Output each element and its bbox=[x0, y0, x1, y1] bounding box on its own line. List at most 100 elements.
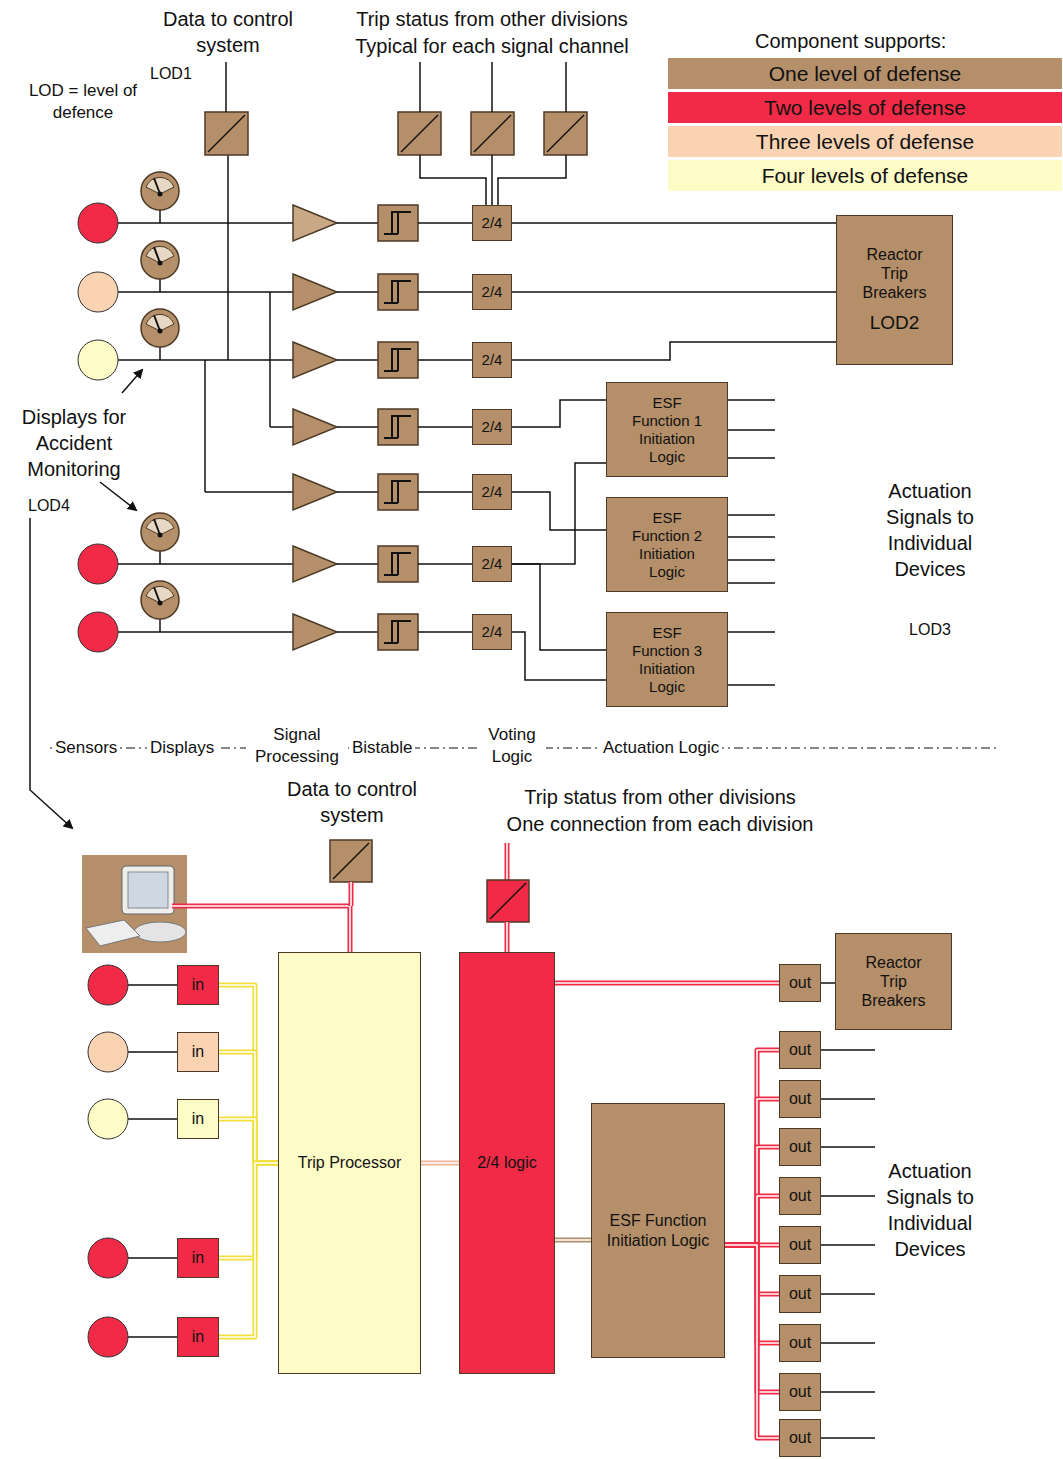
wire bbox=[491, 155, 493, 205]
wire-inner bbox=[725, 1245, 779, 1438]
computer-icon bbox=[82, 855, 187, 953]
wire bbox=[337, 359, 378, 361]
meter-symbol bbox=[141, 581, 179, 619]
actuation-wire bbox=[728, 684, 775, 686]
converter-box bbox=[205, 112, 248, 155]
wire bbox=[270, 426, 293, 428]
meter-needle bbox=[154, 178, 160, 194]
meter-stem bbox=[159, 347, 161, 360]
wire bbox=[420, 155, 486, 205]
annotation-label: Component supports: bbox=[755, 28, 1055, 54]
connector bbox=[512, 223, 836, 224]
meter-stem bbox=[159, 619, 161, 632]
bistable-box bbox=[378, 474, 418, 510]
connector bbox=[219, 1163, 278, 1258]
meter-stem bbox=[159, 210, 161, 223]
box-label: 2/4 logic bbox=[477, 1153, 537, 1172]
connector-line bbox=[512, 291, 836, 293]
branch-wire bbox=[227, 155, 229, 360]
box-label: out bbox=[789, 1235, 811, 1254]
box-label: in bbox=[192, 1109, 204, 1128]
wire-outer bbox=[421, 1161, 459, 1166]
bistable-box bbox=[378, 546, 418, 582]
wire bbox=[418, 359, 472, 361]
sensor-circle bbox=[78, 612, 118, 652]
converter-diagonal bbox=[208, 115, 245, 152]
actuation-wire bbox=[728, 457, 775, 459]
box-label: 2/4 bbox=[482, 623, 503, 641]
actuation-wire bbox=[820, 1391, 875, 1393]
process-box: in bbox=[177, 1099, 219, 1139]
wire bbox=[205, 491, 293, 493]
actuation-wire bbox=[820, 1146, 875, 1148]
wire-inner bbox=[219, 1163, 278, 1258]
box-label: out bbox=[789, 1137, 811, 1156]
meter-pivot bbox=[158, 329, 163, 334]
amplifier-symbol bbox=[293, 205, 337, 241]
converter-diagonal bbox=[547, 115, 584, 152]
annotation-label: Data to control system bbox=[267, 776, 437, 828]
computer-keyboard bbox=[86, 920, 140, 946]
bistable-box bbox=[378, 274, 418, 310]
wire bbox=[128, 1118, 177, 1120]
actuation-wire bbox=[820, 1293, 875, 1295]
process-box: 2/4 logic bbox=[459, 952, 555, 1374]
process-box: 2/4 bbox=[472, 205, 512, 241]
wire-outer bbox=[725, 1245, 779, 1294]
annotation-label: Actuation Signals to Individual Devices bbox=[866, 478, 994, 582]
box-label: 2/4 bbox=[482, 483, 503, 501]
data-wire bbox=[225, 62, 227, 112]
actuation-wire bbox=[820, 1195, 875, 1197]
wire-outer bbox=[725, 1099, 779, 1245]
wire-inner bbox=[725, 1099, 779, 1245]
box-label: in bbox=[192, 975, 204, 994]
wire-inner bbox=[506, 922, 508, 952]
bistable-box bbox=[378, 409, 418, 445]
double-wire bbox=[507, 843, 508, 880]
annotation-label: LOD4 bbox=[28, 496, 88, 517]
connector bbox=[725, 1050, 779, 1245]
double-wire bbox=[351, 882, 352, 906]
annotation-label: Trip status from other divisions bbox=[420, 784, 900, 810]
box-label: Reactor Trip Breakers bbox=[854, 953, 934, 1011]
connector bbox=[512, 632, 606, 680]
connector bbox=[512, 342, 836, 360]
bistable-symbol bbox=[384, 212, 411, 234]
annotation-label: Actuation Signals to Individual Devices bbox=[866, 1158, 994, 1262]
process-box: Trip Processor bbox=[278, 952, 421, 1374]
annotation-label: Bistable bbox=[349, 737, 415, 759]
wire bbox=[337, 631, 378, 633]
wire bbox=[418, 291, 472, 293]
annotation-label: LOD1 bbox=[150, 64, 210, 85]
meter-pivot bbox=[158, 261, 163, 266]
box-label: out bbox=[789, 1428, 811, 1447]
connector bbox=[219, 985, 278, 1163]
actuation-wire bbox=[728, 559, 775, 561]
legend-text: Two levels of defense bbox=[764, 96, 966, 120]
legend-text: One level of defense bbox=[769, 62, 962, 86]
process-box: Reactor Trip Breakers bbox=[835, 933, 952, 1030]
wire-inner bbox=[725, 1196, 779, 1245]
sensor-circle bbox=[88, 1238, 128, 1278]
legend-text: Three levels of defense bbox=[756, 130, 974, 154]
connector bbox=[512, 564, 606, 650]
connector bbox=[512, 400, 606, 427]
wire bbox=[337, 563, 378, 565]
connector-line bbox=[821, 982, 835, 984]
wire bbox=[118, 291, 293, 293]
connector bbox=[512, 463, 606, 564]
actuation-wire bbox=[728, 631, 775, 633]
process-box: ESF Function 3 Initiation Logic bbox=[606, 612, 728, 707]
process-box: in bbox=[177, 1238, 219, 1278]
box-label: in bbox=[192, 1327, 204, 1346]
box-label: out bbox=[789, 1040, 811, 1059]
annotation-label: One connection from each division bbox=[420, 811, 900, 837]
process-box: out bbox=[779, 1177, 821, 1215]
actuation-wire bbox=[820, 1244, 875, 1246]
box-label: 2/4 bbox=[482, 214, 503, 232]
box-label: out bbox=[789, 1284, 811, 1303]
wire bbox=[118, 563, 293, 565]
wire-inner bbox=[219, 1163, 278, 1337]
process-box: out bbox=[779, 1226, 821, 1264]
actuation-wire bbox=[728, 429, 775, 431]
